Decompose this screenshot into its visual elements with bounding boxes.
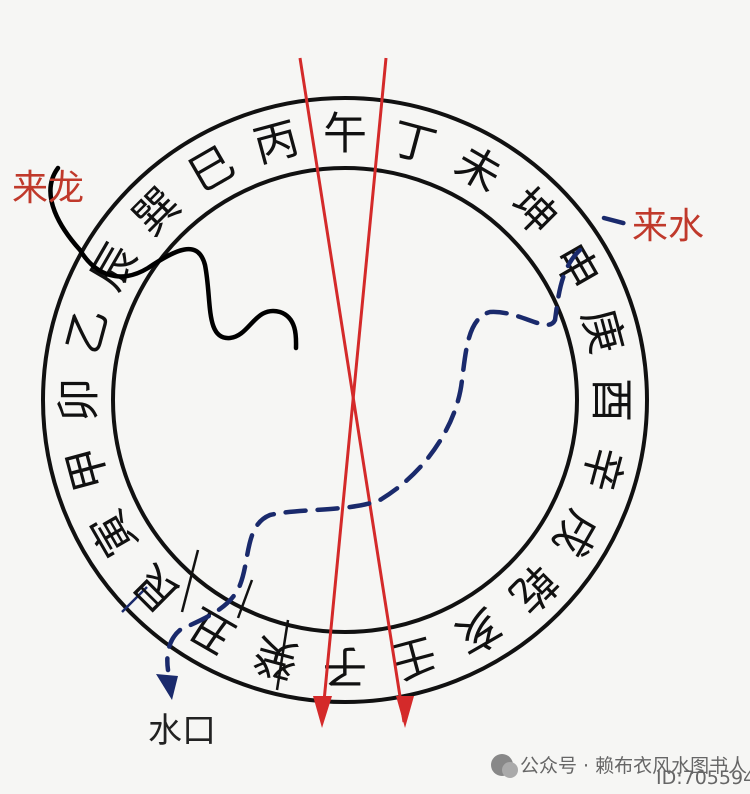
ring-character: 丁 (386, 113, 442, 174)
ring-characters: 午丁未坤申庚酉辛戌乾亥壬子癸丑艮寅甲卯乙辰巽巳丙 (54, 109, 637, 692)
ring-character: 癸 (248, 627, 304, 688)
ring-character: 酉 (586, 378, 637, 422)
red-line-left (298, 57, 406, 723)
ring-character: 申 (542, 235, 608, 299)
water-outlet-label: 水口 (148, 711, 216, 751)
ring-character: 甲 (58, 441, 119, 497)
red-arrow-head (313, 696, 332, 728)
incoming-water-label: 来水 (632, 206, 704, 247)
divider-tick (275, 619, 290, 691)
wechat-icon (502, 762, 518, 778)
dragon-path (48, 165, 299, 351)
red-line-right (320, 57, 388, 723)
red-arrow-head (396, 696, 414, 728)
ring-character: 戌 (542, 501, 608, 565)
ring-character: 丙 (248, 113, 304, 174)
ring-character: 庚 (572, 303, 633, 359)
ring-character: 巳 (180, 137, 244, 203)
water-outlet-arrow (156, 674, 178, 700)
divider-tick (121, 586, 148, 613)
ring-character: 亥 (446, 597, 510, 663)
outer-ring (41, 96, 649, 704)
divider-tick (180, 549, 200, 613)
inner-ring (111, 166, 579, 634)
divider-tick (236, 579, 254, 619)
dragon-label: 来龙 (12, 168, 84, 209)
ring-character: 午 (323, 109, 367, 160)
ring-character: 丑 (180, 597, 244, 663)
ring-character: 未 (446, 137, 510, 203)
watermark-id: ID:7055949 (656, 767, 750, 789)
water-path (165, 215, 630, 673)
watermark: 公众号 · 赖布衣风水图书人 ID:7055949 (491, 754, 750, 789)
watermark-text: 公众号 · 赖布衣风水图书人 (520, 755, 747, 777)
ring-character: 寅 (82, 501, 148, 565)
ring-character: 辛 (572, 441, 633, 497)
ring-character: 卯 (54, 378, 105, 422)
ring-character: 乙 (58, 303, 119, 359)
